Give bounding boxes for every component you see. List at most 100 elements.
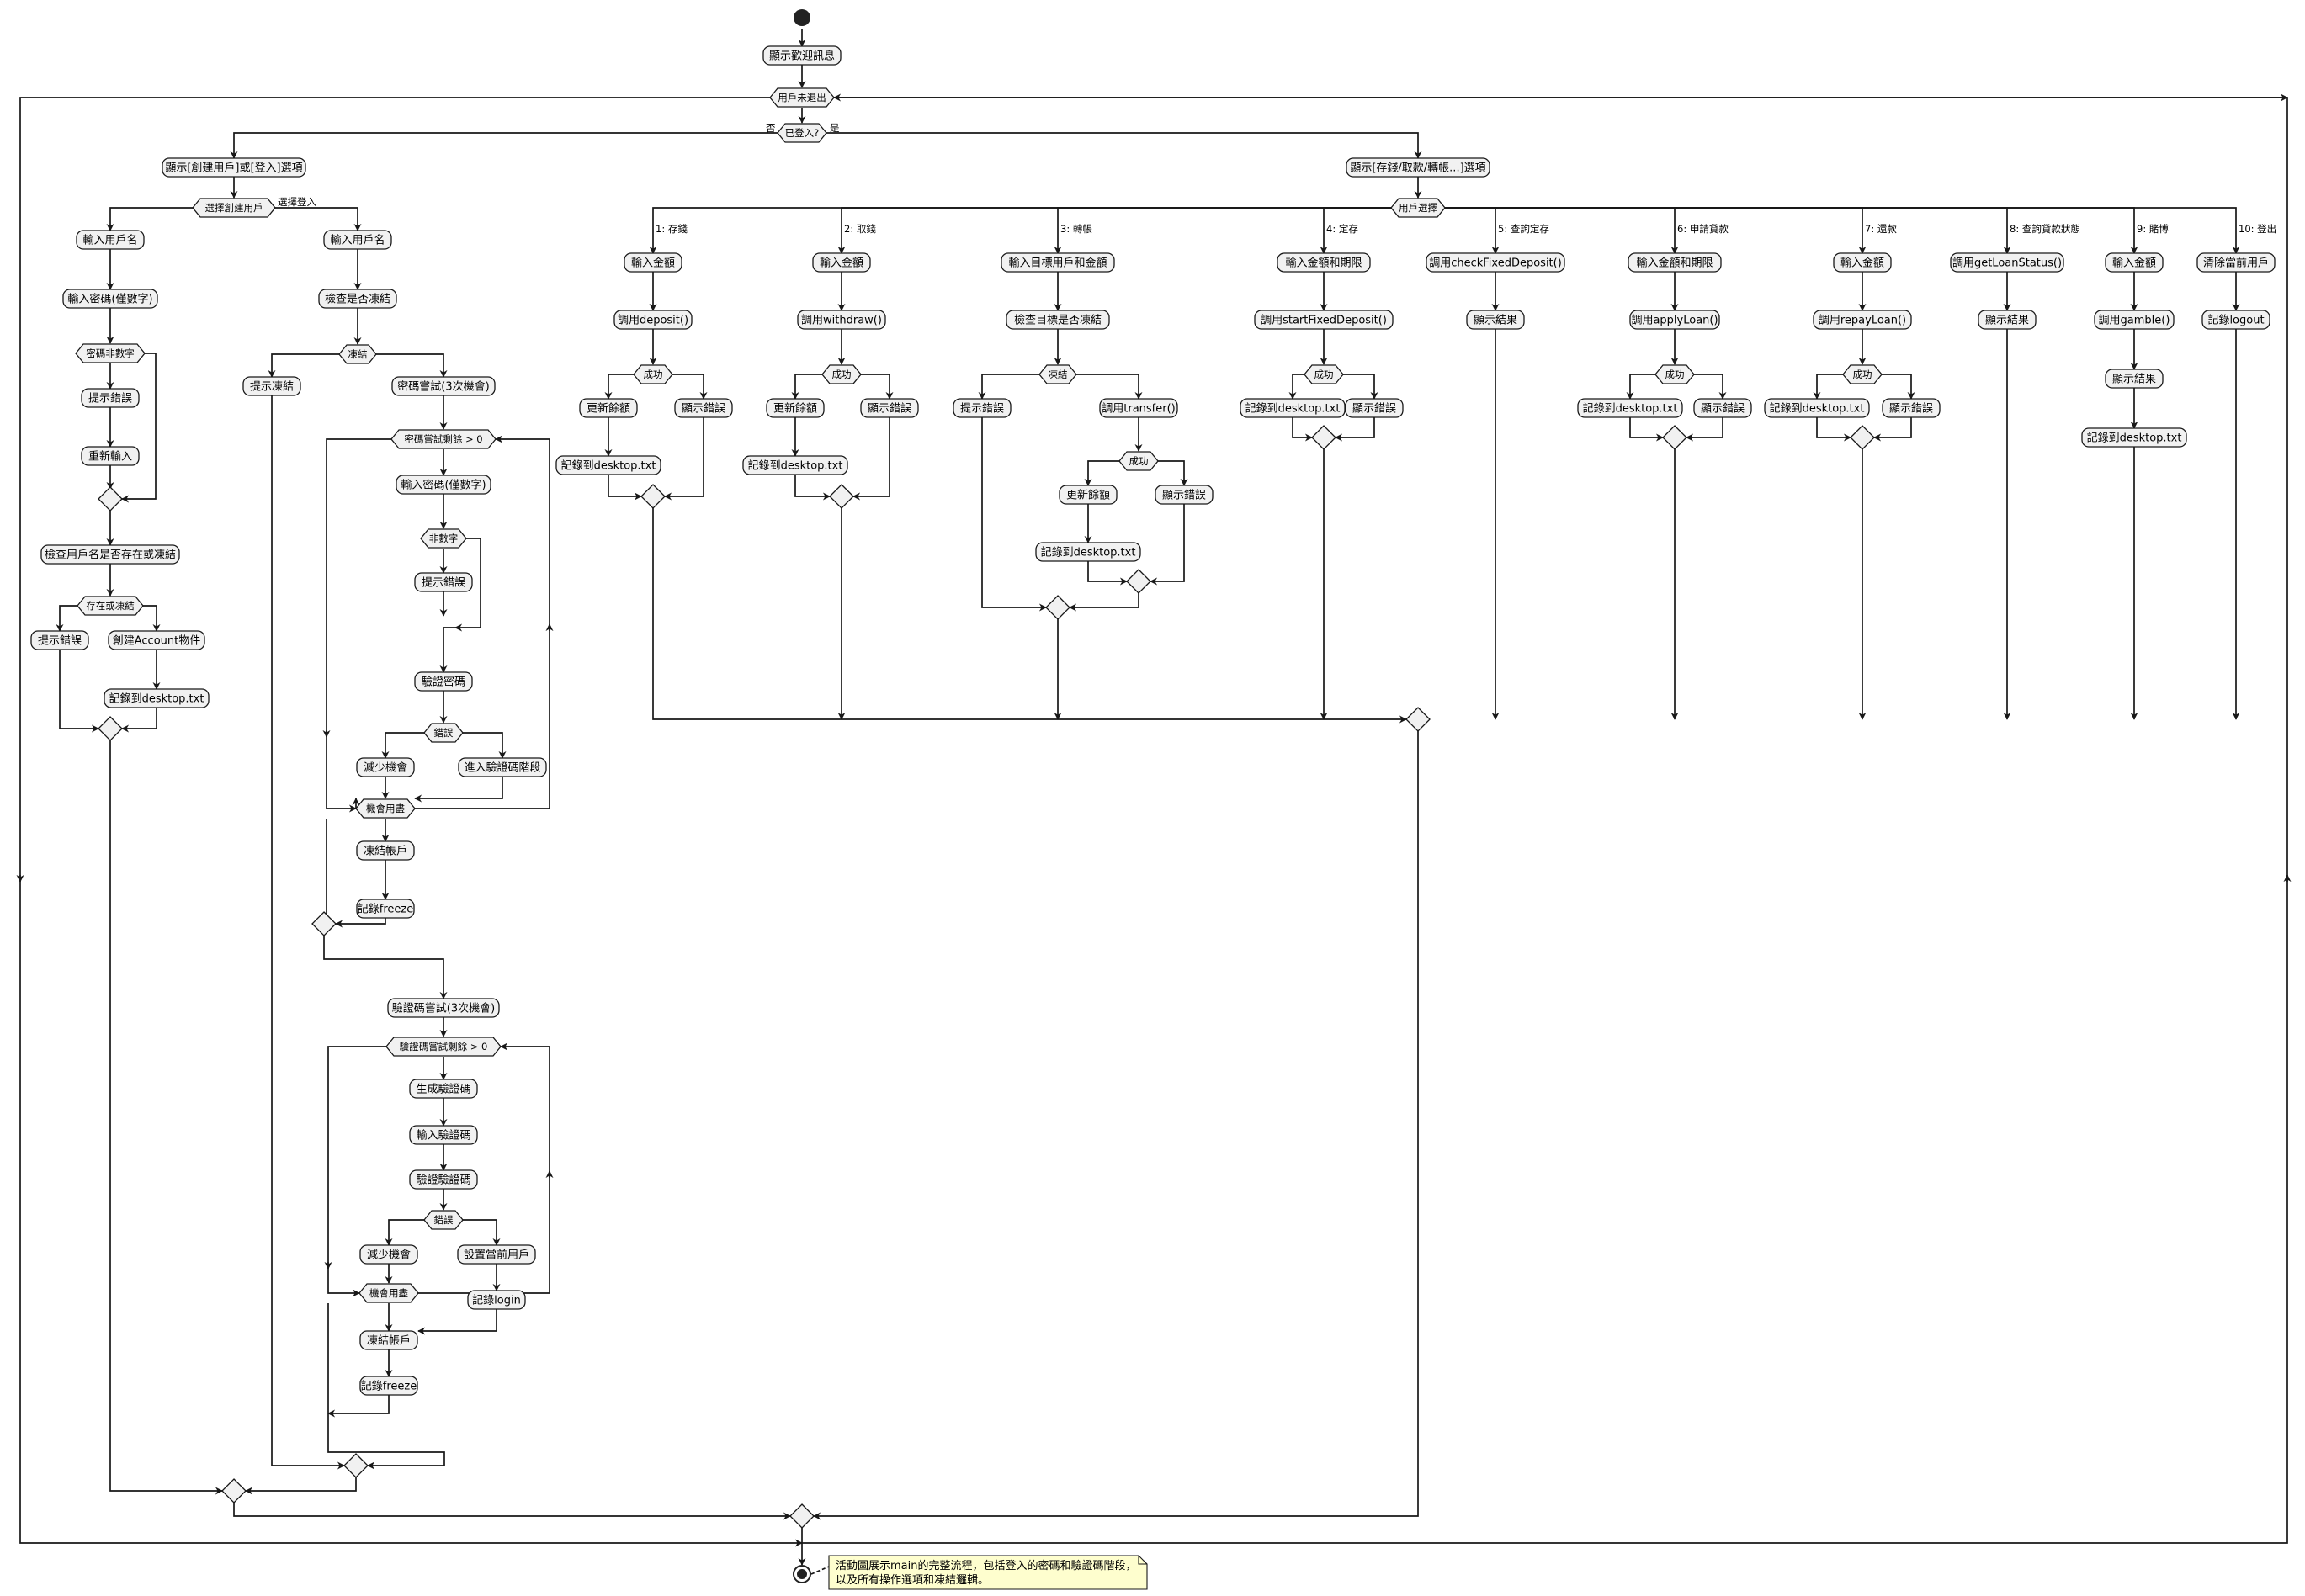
node-f-call: 調用startFixedDeposit() [1254, 310, 1394, 330]
edge-label-choose-login: 選擇登入 [278, 196, 316, 208]
flow-edge [608, 475, 642, 501]
node-label: 顯示[創建用戶]或[登入]選項 [165, 162, 302, 175]
node-d-input: 輸入金額 [624, 252, 682, 273]
edge-label-opt9: 9: 賭博 [2137, 223, 2169, 235]
node-c-check-exist: 檢查用戶名是否存在或凍結 [40, 544, 180, 565]
merge-diamond [1311, 425, 1336, 450]
flow-edge [1816, 417, 1851, 442]
flow-edge [335, 918, 386, 928]
node-label: 記錄到desktop.txt [2087, 432, 2182, 445]
guard-label: 用戶選擇 [1399, 202, 1437, 214]
node-w-upd: 更新餘額 [766, 398, 825, 418]
node-label: 顯示錯誤 [1701, 402, 1745, 416]
node-c-create: 創建Account物件 [108, 630, 205, 650]
guard-pwd-nonnum: 密碼非數字 [75, 343, 146, 363]
guard-label: 選擇創建用戶 [205, 202, 263, 214]
node-label: 記錄到desktop.txt [1245, 402, 1341, 416]
note-box [828, 1555, 1148, 1590]
flow-edge [417, 1309, 497, 1335]
guard-label: 用戶未退出 [778, 92, 826, 103]
node-r-input: 輸入金額 [1833, 252, 1892, 273]
guard-label: 機會用盡 [369, 1287, 408, 1299]
guard-logged-in: 已登入? [777, 123, 827, 143]
node-label: 輸入用戶名 [330, 234, 385, 247]
edge-label-opt5: 5: 查詢定存 [1498, 223, 1549, 235]
edge-label-opt3: 3: 轉帳 [1060, 223, 1092, 235]
guard-d-ok: 成功 [633, 364, 673, 384]
node-l-enter-captcha: 進入驗證碼階段 [458, 757, 547, 777]
node-welcome: 顯示歡迎訊息 [762, 45, 842, 66]
guard-label: 機會用盡 [366, 803, 405, 814]
flow-edge [837, 207, 1391, 254]
guard-t-ok: 成功 [1118, 451, 1159, 471]
guard-label: 成功 [1665, 369, 1685, 380]
node-label: 調用applyLoan() [1631, 315, 1718, 327]
node-c-input-user: 輸入用戶名 [76, 230, 145, 250]
node-label: 提示錯誤 [88, 392, 132, 406]
node-l-freeze2: 凍結帳戶 [359, 1330, 418, 1350]
node-o-clear: 清除當前用戶 [2196, 252, 2276, 273]
flow-edge [311, 819, 327, 928]
edge-label-opt1: 1: 存錢 [656, 223, 688, 235]
node-label: 顯示歡迎訊息 [769, 50, 835, 63]
node-t-input: 輸入目標用戶和金額 [1001, 252, 1115, 273]
note-line-2: 以及所有操作選項和凍結邏輯。 [836, 1573, 989, 1587]
node-l-gen-cap: 生成驗證碼 [409, 1079, 478, 1099]
flow-edge [59, 650, 99, 733]
edge-label-opt4: 4: 定存 [1326, 223, 1358, 235]
flow-edge [376, 353, 448, 378]
node-l-frozen-msg: 提示凍結 [242, 376, 301, 396]
guard-label: 已登入? [785, 127, 820, 139]
flow-edge [1069, 593, 1139, 612]
node-l-input-user: 輸入用戶名 [323, 230, 392, 250]
node-f-err: 顯示錯誤 [1345, 398, 1404, 418]
node-label: 檢查是否凍結 [325, 293, 390, 306]
flow-edge [439, 627, 455, 673]
flow-edge [1873, 417, 1912, 442]
guard-label: 密碼嘗試剩餘 > 0 [404, 433, 482, 445]
merge-diamond [221, 1478, 247, 1503]
flow-edge [121, 353, 157, 503]
flow-edge [1158, 460, 1188, 486]
flow-edge [1882, 374, 1915, 400]
node-w-err: 顯示錯誤 [860, 398, 919, 418]
node-label: 記錄login [472, 1294, 521, 1307]
node-label: 記錄到desktop.txt [561, 459, 656, 473]
note-line-1: 活動圖展示main的完整流程，包括登入的密碼和驗證碼階段， [836, 1559, 1136, 1572]
node-l-input-pwd: 輸入密碼(僅數字) [396, 475, 491, 495]
node-label: 驗證密碼 [422, 676, 465, 689]
flow-edge [415, 435, 550, 809]
node-c-input-pwd: 輸入密碼(僅數字) [62, 289, 158, 309]
node-label: 顯示[存錢/取款/轉帳...]選項 [1350, 162, 1485, 175]
guard-pwd-loop: 密碼嘗試剩餘 > 0 [390, 429, 497, 449]
node-label: 輸入密碼(僅數字) [67, 293, 152, 306]
flow-edge [109, 740, 223, 1495]
guard-f-ok: 成功 [1304, 364, 1344, 384]
node-t-upd: 更新餘額 [1059, 485, 1118, 505]
node-s-show: 顯示結果 [1978, 310, 2037, 330]
node-label: 設置當前用戶 [464, 1249, 529, 1262]
merge-diamond [343, 1453, 369, 1478]
node-label: 輸入金額和期限 [1285, 257, 1362, 270]
flow-edge [604, 374, 634, 400]
flow-edge [664, 417, 704, 501]
node-g-show: 顯示結果 [2105, 369, 2164, 389]
edge-label-yes: 是 [830, 122, 840, 134]
edge-label-opt6: 6: 申請貸款 [1677, 223, 1729, 235]
node-l-verify-cap: 驗證驗證碼 [409, 1169, 478, 1190]
node-label: 記錄到desktop.txt [1770, 402, 1865, 416]
flow-edge [233, 1503, 791, 1520]
node-r-err: 顯示錯誤 [1882, 398, 1941, 418]
node-show-menu: 顯示[存錢/取款/轉帳...]選項 [1346, 157, 1490, 178]
node-label: 輸入用戶名 [82, 234, 137, 247]
node-label: 更新餘額 [773, 402, 817, 416]
node-label: 記錄freeze [361, 1380, 417, 1393]
node-label: 記錄到desktop.txt [1583, 402, 1678, 416]
node-c-log: 記錄到desktop.txt [104, 688, 210, 708]
node-l-dec2: 減少機會 [359, 1244, 418, 1265]
guard-label: 非數字 [429, 533, 459, 544]
flow-edge [381, 732, 424, 759]
node-l-set-user: 設置當前用戶 [457, 1244, 536, 1265]
